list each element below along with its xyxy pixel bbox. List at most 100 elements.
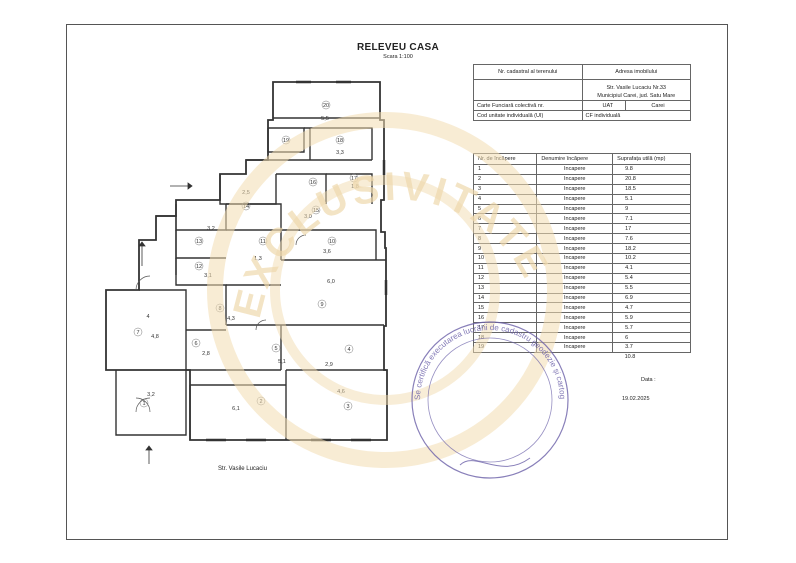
room-name: Incapere (536, 292, 614, 304)
room-name: Incapere (536, 272, 614, 284)
room-area: 5.1 (612, 193, 691, 205)
room-area: 10.8 (624, 354, 636, 361)
dim-6-1: 6,1 (232, 406, 240, 412)
table-row: 10.8 (474, 352, 691, 361)
room-number: 7 (472, 223, 538, 235)
room-label-6: 6 (194, 341, 197, 347)
room-number: 10 (472, 253, 538, 264)
uat-value: Carei (651, 102, 665, 109)
dim-2-8: 2,8 (202, 351, 210, 357)
room-number: 19 (472, 342, 538, 353)
room-area: 20.8 (612, 173, 691, 185)
room-area: 5.7 (612, 322, 691, 334)
dim-3-6: 3,6 (323, 249, 331, 255)
street-label: Str. Vasile Lucaciu (218, 466, 267, 472)
room-label-5: 5 (274, 346, 277, 352)
room-label-11: 11 (260, 239, 266, 245)
address-line2: Municipiul Carei, jud. Satu Mare (597, 93, 676, 99)
room-area: 17 (612, 223, 691, 235)
room-number: 4 (472, 193, 538, 205)
dim-2-5: 2,5 (242, 190, 250, 196)
data-label: Data : (641, 377, 656, 383)
room-area: 4.1 (612, 262, 691, 274)
dim-4-3: 4,3 (227, 316, 235, 322)
room-name: Incapere (536, 332, 614, 344)
room-name (537, 352, 613, 361)
dim-4-6: 4,6 (337, 389, 345, 395)
room-label-13: 13 (196, 239, 202, 245)
room-number: 8 (472, 233, 538, 245)
room-name: Incapere (536, 243, 614, 255)
room-name: Incapere (536, 193, 614, 205)
document-title: RELEVEU CASA (357, 42, 439, 53)
header-room-number: Nr. de încăpere (472, 153, 538, 165)
cadastral-label: Nr. cadastral al terenului (473, 64, 583, 80)
room-number: 12 (472, 272, 538, 284)
document-scale: Scara 1:100 (383, 54, 413, 60)
room-name: Incapere (536, 302, 614, 314)
room-area: 7.6 (612, 233, 691, 245)
room-label-1: 1 (142, 401, 145, 407)
dim-3-2b: 3,2 (147, 392, 155, 398)
room-name: Incapere (536, 312, 614, 324)
carte-label: Carte Funciară colectivă nr. (473, 100, 583, 111)
room-name: Incapere (536, 322, 614, 334)
cadastral-value (473, 79, 583, 101)
room-number: 6 (472, 213, 538, 225)
room-area: 18.2 (612, 243, 691, 255)
room-area: 5.4 (612, 272, 691, 284)
dim-4: 4 (146, 314, 149, 320)
room-area: 9 (612, 203, 691, 215)
room-area: 5.5 (612, 282, 691, 294)
room-label-4: 4 (347, 347, 350, 353)
room-area: 6.9 (612, 292, 691, 304)
uat-label: UAT (582, 101, 626, 110)
room-name: Incapere (536, 253, 614, 264)
room-area: 9.8 (612, 164, 691, 175)
room-area: 4.7 (612, 302, 691, 314)
room-number (474, 352, 537, 361)
room-number: 18 (472, 332, 538, 344)
room-name: Incapere (536, 342, 614, 353)
dim-5-1: 5,1 (278, 359, 286, 365)
room-name: Incapere (536, 203, 614, 215)
room-number: 1 (472, 164, 538, 175)
header-room-name: Denumire încăpere (536, 153, 614, 165)
room-number: 17 (472, 322, 538, 334)
header-room-area: Suprafața utilă (mp) (612, 153, 691, 165)
floor-plan: 20 5,5 19 18 3,3 16 17 1,8 2,5 14 15 3,0… (105, 80, 388, 464)
room-label-2: 2 (259, 399, 262, 405)
room-label-7: 7 (136, 330, 139, 336)
room-area: 3.7 (612, 342, 691, 353)
room-number: 16 (472, 312, 538, 324)
room-number: 15 (472, 302, 538, 314)
room-label-20: 20 (323, 103, 329, 109)
room-area: 7.1 (612, 213, 691, 225)
dim-3-2: 3,2 (207, 226, 215, 232)
room-number: 5 (472, 203, 538, 215)
room-number: 3 (472, 183, 538, 195)
room-area: 5.9 (612, 312, 691, 324)
room-name: Incapere (536, 164, 614, 175)
room-label-3: 3 (346, 404, 349, 410)
room-name: Incapere (536, 282, 614, 294)
dim-1-3: 1,3 (254, 256, 262, 262)
room-number: 14 (472, 292, 538, 304)
dim-4-8: 4,8 (151, 334, 159, 340)
rooms-table: Nr. de încăpere Denumire încăpere Supraf… (472, 153, 691, 362)
room-name: Incapere (536, 262, 614, 274)
room-name: Incapere (536, 213, 614, 225)
